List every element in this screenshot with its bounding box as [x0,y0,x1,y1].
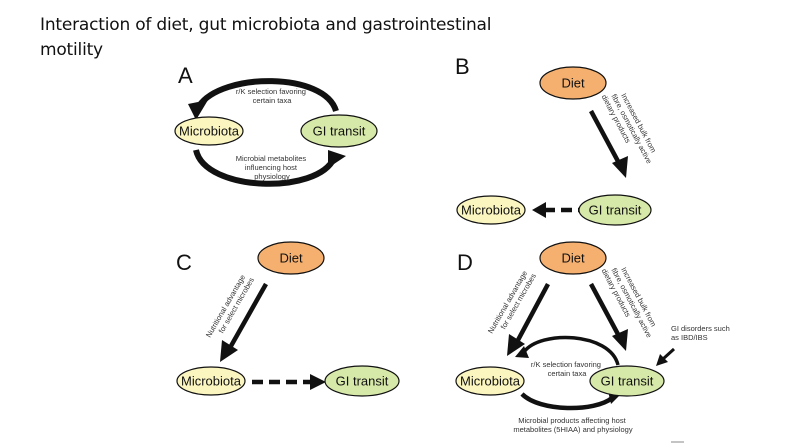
d-arrow-microbiota-to-gi [520,392,614,411]
b-arrowhead-diet-to-gi [612,156,628,178]
c-gi-transit-node [324,365,400,397]
c-microbiota-label: Microbiota [181,374,242,389]
d-microbiota-label: Microbiota [460,374,521,389]
arrowhead-microbiota-to-gi [328,150,346,168]
panel-label-c: C [176,250,192,275]
panel-a: A r/K selection favoring certain taxa Mi… [174,63,378,187]
b-diet-node [539,66,607,100]
a-top-text: r/K selection favoring certain taxa [236,87,308,105]
b-diet-label: Diet [561,76,585,91]
c-diet-label: Diet [279,251,303,266]
c-gi-transit-label: GI transit [336,374,389,389]
b-microbiota-label: Microbiota [461,203,522,218]
c-arrow-diet-to-microbiota [229,282,268,348]
c-diet-arrow-text: Nutritional advantage for select microbe… [204,271,256,343]
c-diet-node [257,241,325,275]
c-arrowhead-diet-to-microbiota [220,340,238,362]
d-right-arrow-text: Increased bulk from fibre, osmotically a… [600,259,663,346]
d-microbiota-node [455,366,525,396]
b-gi-transit-label: GI transit [589,203,642,218]
c-microbiota-node [176,366,246,396]
arrowhead-gi-to-microbiota [188,100,208,120]
d-arrow-diet-to-gi [589,282,622,340]
d-arrowhead-diet-to-microbiota [507,334,525,356]
a-microbiota-node [174,116,244,146]
title-line-1: Interaction of diet, gut microbiota and … [40,15,492,35]
d-arrowhead-disorders-to-gi [656,354,668,366]
slide-title: Interaction of diet, gut microbiota and … [40,13,491,63]
d-disorder-text: GI disorders such as IBD/IBS [671,324,732,342]
arrow-gi-to-microbiota [196,78,339,113]
panel-label-a: A [178,63,193,88]
panel-label-d: D [457,250,473,275]
a-bottom-text: Microbial metabolites influencing host p… [236,154,309,181]
b-microbiota-node [456,195,526,225]
b-arrow-diet-to-gi [589,109,622,167]
a-gi-transit-node [300,114,378,148]
d-gi-transit-node [589,365,665,397]
panel-label-b: B [455,54,470,79]
a-gi-transit-label: GI transit [313,124,366,139]
d-gi-transit-label: GI transit [601,374,654,389]
d-bottom-text: Microbial products affecting host metabo… [513,416,632,434]
title-line-2: motility [40,40,103,60]
arrow-microbiota-to-gi [193,149,337,187]
d-arrow-gi-to-microbiota [522,335,620,366]
d-arrow-disorders-to-gi [661,347,676,361]
panel-c: C Nutritional advantage for select micro… [176,241,400,397]
b-gi-transit-node [578,194,652,226]
c-arrowhead-microbiota-to-gi [310,374,326,390]
d-arrowhead-diet-to-gi [612,329,628,351]
d-arrow-diet-to-microbiota [516,282,550,342]
a-microbiota-label: Microbiota [179,124,240,139]
d-arrowhead-gi-to-microbiota [515,346,529,358]
panel-b: B Increased bulk from fibre, osmotically… [455,54,663,226]
d-left-arrow-text: Nutritional advantage for select microbe… [486,267,538,339]
d-diet-label: Diet [561,251,585,266]
d-diet-node [539,241,607,275]
b-arrowhead-gi-to-microbiota [532,202,546,218]
d-top-text: r/K selection favoring certain taxa [531,360,603,378]
b-diet-arrow-text: Increased bulk from fibre, osmotically a… [600,85,663,172]
panel-d: D Nutritional advantage for select micro… [455,241,732,443]
